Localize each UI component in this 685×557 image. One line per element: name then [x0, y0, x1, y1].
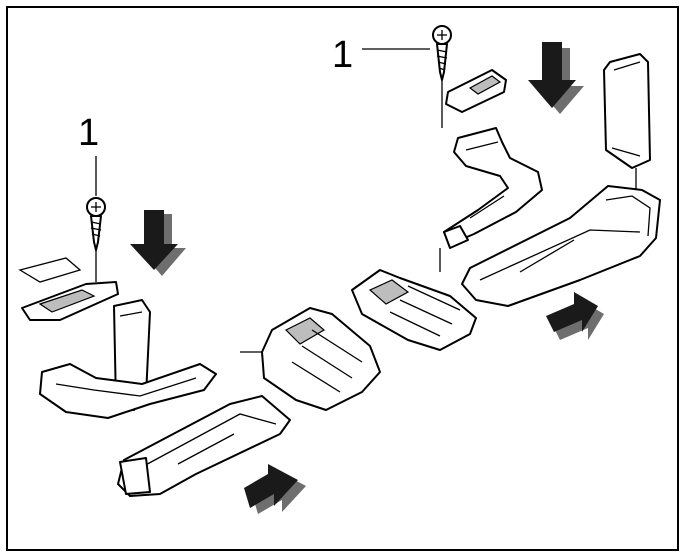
right-upper-duct [443, 127, 543, 249]
arrow-down-right-icon [528, 42, 584, 114]
right-clip-bracket [445, 69, 507, 113]
arrow-right-icon [244, 464, 306, 514]
right-vent-nozzle [603, 53, 651, 198]
left-curved-duct [39, 363, 217, 419]
arrow-down-left-icon [130, 210, 186, 276]
center-left-connector [240, 307, 381, 411]
left-clip-bracket [18, 257, 119, 321]
center-right-connector [351, 248, 477, 351]
left-floor-duct [117, 395, 291, 497]
right-floor-duct [461, 185, 661, 307]
callout-label-right: 1 [332, 34, 354, 76]
screw-icon [362, 25, 452, 128]
callout-label-left: 1 [78, 112, 100, 154]
screw-icon [86, 156, 106, 282]
arrow-left-icon [546, 292, 604, 340]
